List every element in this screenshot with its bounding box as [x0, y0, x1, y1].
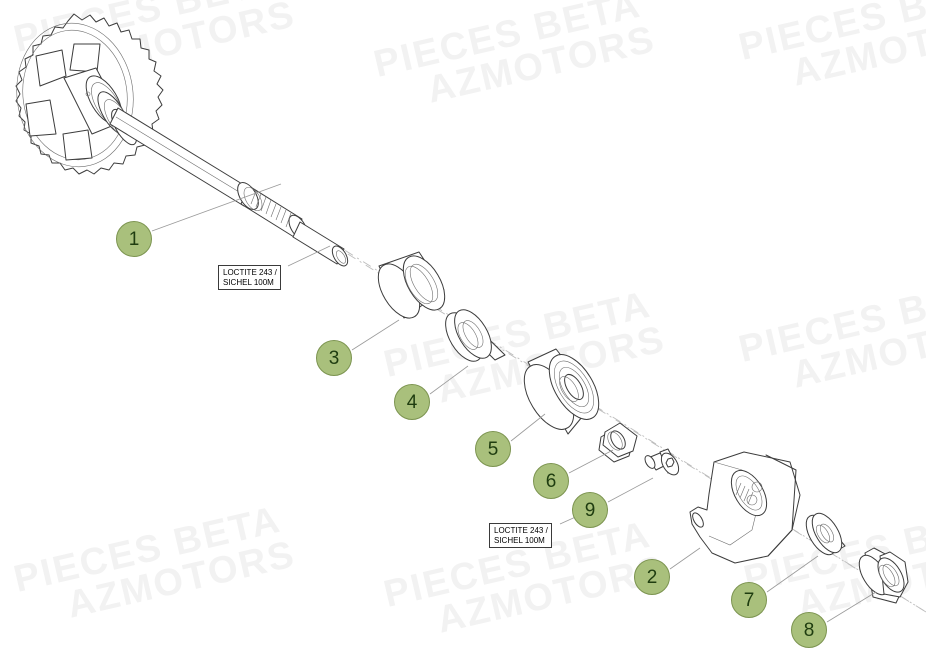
- callout-marker-8[interactable]: 8: [791, 612, 827, 648]
- callout-leader-line: [766, 555, 819, 593]
- callout-marker-1[interactable]: 1: [116, 221, 152, 257]
- part-ball-bearing: [523, 348, 600, 435]
- part-retainer-plate: [598, 422, 638, 463]
- leader-lines: [151, 183, 877, 623]
- callout-leader-line: [429, 365, 469, 395]
- shaft-body: [109, 107, 253, 207]
- callout-leader-line: [568, 449, 614, 474]
- callout-marker-2[interactable]: 2: [634, 559, 670, 595]
- callout-marker-3[interactable]: 3: [316, 340, 352, 376]
- callout-leader-line: [151, 183, 282, 232]
- part-flanged-hex-nut: [858, 547, 909, 604]
- part-shim-washer: [445, 309, 506, 362]
- loctite-label-line-1: LOCTITE 243 /: [223, 268, 277, 277]
- callout-leader-line: [607, 477, 654, 503]
- callout-leader-line: [669, 547, 701, 570]
- callout-marker-4[interactable]: 4: [394, 384, 430, 420]
- callout-marker-9[interactable]: 9: [572, 492, 608, 528]
- part-torx-screw: [644, 448, 680, 476]
- loctite-leader-line: [287, 245, 331, 267]
- part-flat-washer: [805, 512, 846, 556]
- part-balancer-shaft-with-gear: [15, 13, 349, 267]
- loctite-label: LOCTITE 243 /SICHEL 100M: [218, 265, 281, 290]
- loctite-label-line-2: SICHEL 100M: [223, 277, 274, 287]
- callout-marker-5[interactable]: 5: [475, 431, 511, 467]
- loctite-label-line-1: LOCTITE 243 /: [494, 526, 548, 535]
- callout-leader-line: [826, 591, 877, 623]
- callout-leader-line: [351, 319, 400, 351]
- loctite-label-line-2: SICHEL 100M: [494, 535, 545, 545]
- part-spacer-collar: [377, 251, 446, 319]
- shaft-threaded-end: [292, 221, 349, 267]
- callout-marker-6[interactable]: 6: [533, 463, 569, 499]
- callout-leader-line: [510, 413, 546, 442]
- callout-marker-7[interactable]: 7: [731, 582, 767, 618]
- part-counterweight: [689, 451, 801, 564]
- loctite-label: LOCTITE 243 /SICHEL 100M: [489, 523, 552, 548]
